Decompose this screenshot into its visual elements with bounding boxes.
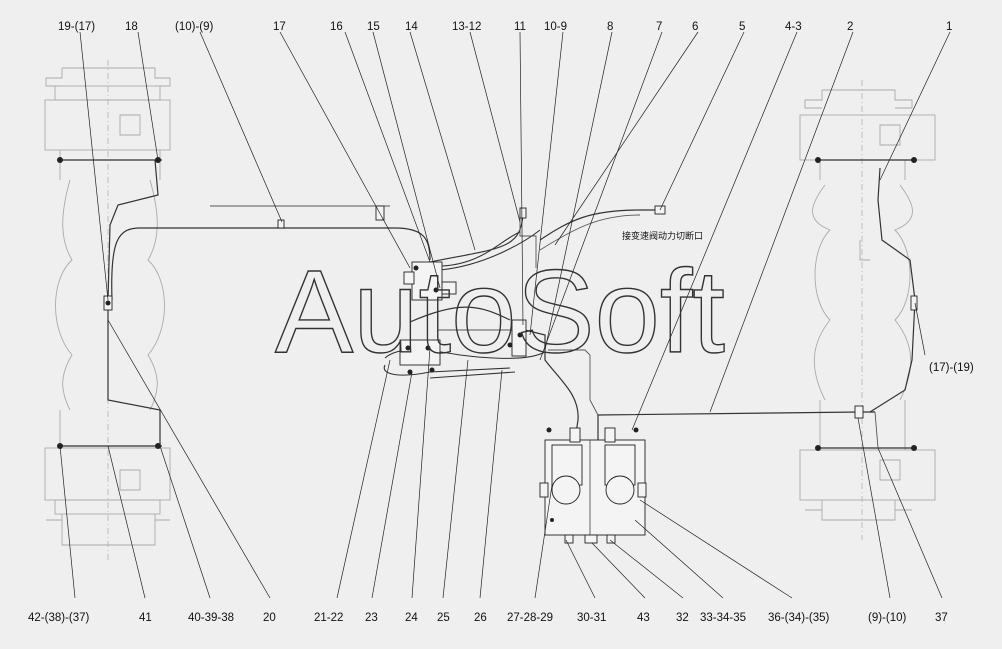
label-8: 8 [607,21,613,33]
label-2: 2 [847,21,853,33]
label-1: 1 [946,21,952,33]
label-10-9-paren: (10)-(9) [175,21,214,33]
label-24: 24 [405,612,418,624]
label-37: 37 [935,612,948,624]
brake-pump-assembly [539,427,647,544]
components [57,157,918,544]
right-axle-outline [799,80,936,540]
label-33-34-35: 33-34-35 [700,612,746,624]
label-11: 11 [514,21,526,33]
label-18: 18 [125,21,138,33]
bottom-labels: 42-(38)-(37) 41 40-39-38 20 21-22 23 24 … [28,612,948,624]
watermark-text: AutoSoft [275,246,725,378]
label-17-19-side: (17)-(19) [929,362,974,374]
label-15: 15 [367,21,380,33]
label-16: 16 [330,21,343,33]
label-9-10-paren: (9)-(10) [868,612,907,624]
label-41: 41 [139,612,152,624]
label-19-17: 19-(17) [58,21,95,33]
label-42-38-37: 42-(38)-(37) [28,612,90,624]
brake-pipes [58,159,916,449]
label-25: 25 [437,612,450,624]
label-30-31: 30-31 [577,612,606,624]
leader-lines [59,31,951,599]
label-6: 6 [692,21,698,33]
label-40-39-38: 40-39-38 [188,612,234,624]
label-17: 17 [273,21,286,33]
label-13-12: 13-12 [452,21,481,33]
label-36-34-35: 36-(34)-(35) [768,612,830,624]
label-27-28-29: 27-28-29 [507,612,553,624]
top-labels: 19-(17) 18 (10)-(9) 17 16 15 14 13-12 11… [58,21,952,33]
label-23: 23 [365,612,378,624]
label-20: 20 [263,612,276,624]
label-5: 5 [739,21,745,33]
label-43: 43 [637,612,650,624]
label-32: 32 [676,612,689,624]
label-7: 7 [656,21,662,33]
note-label: 接变速阀动力切断口 [622,230,703,242]
label-21-22: 21-22 [314,612,343,624]
left-axle-outline [44,60,171,560]
label-26: 26 [474,612,487,624]
label-14: 14 [405,21,418,33]
label-4-3: 4-3 [785,21,802,33]
label-10-9: 10-9 [544,21,567,33]
